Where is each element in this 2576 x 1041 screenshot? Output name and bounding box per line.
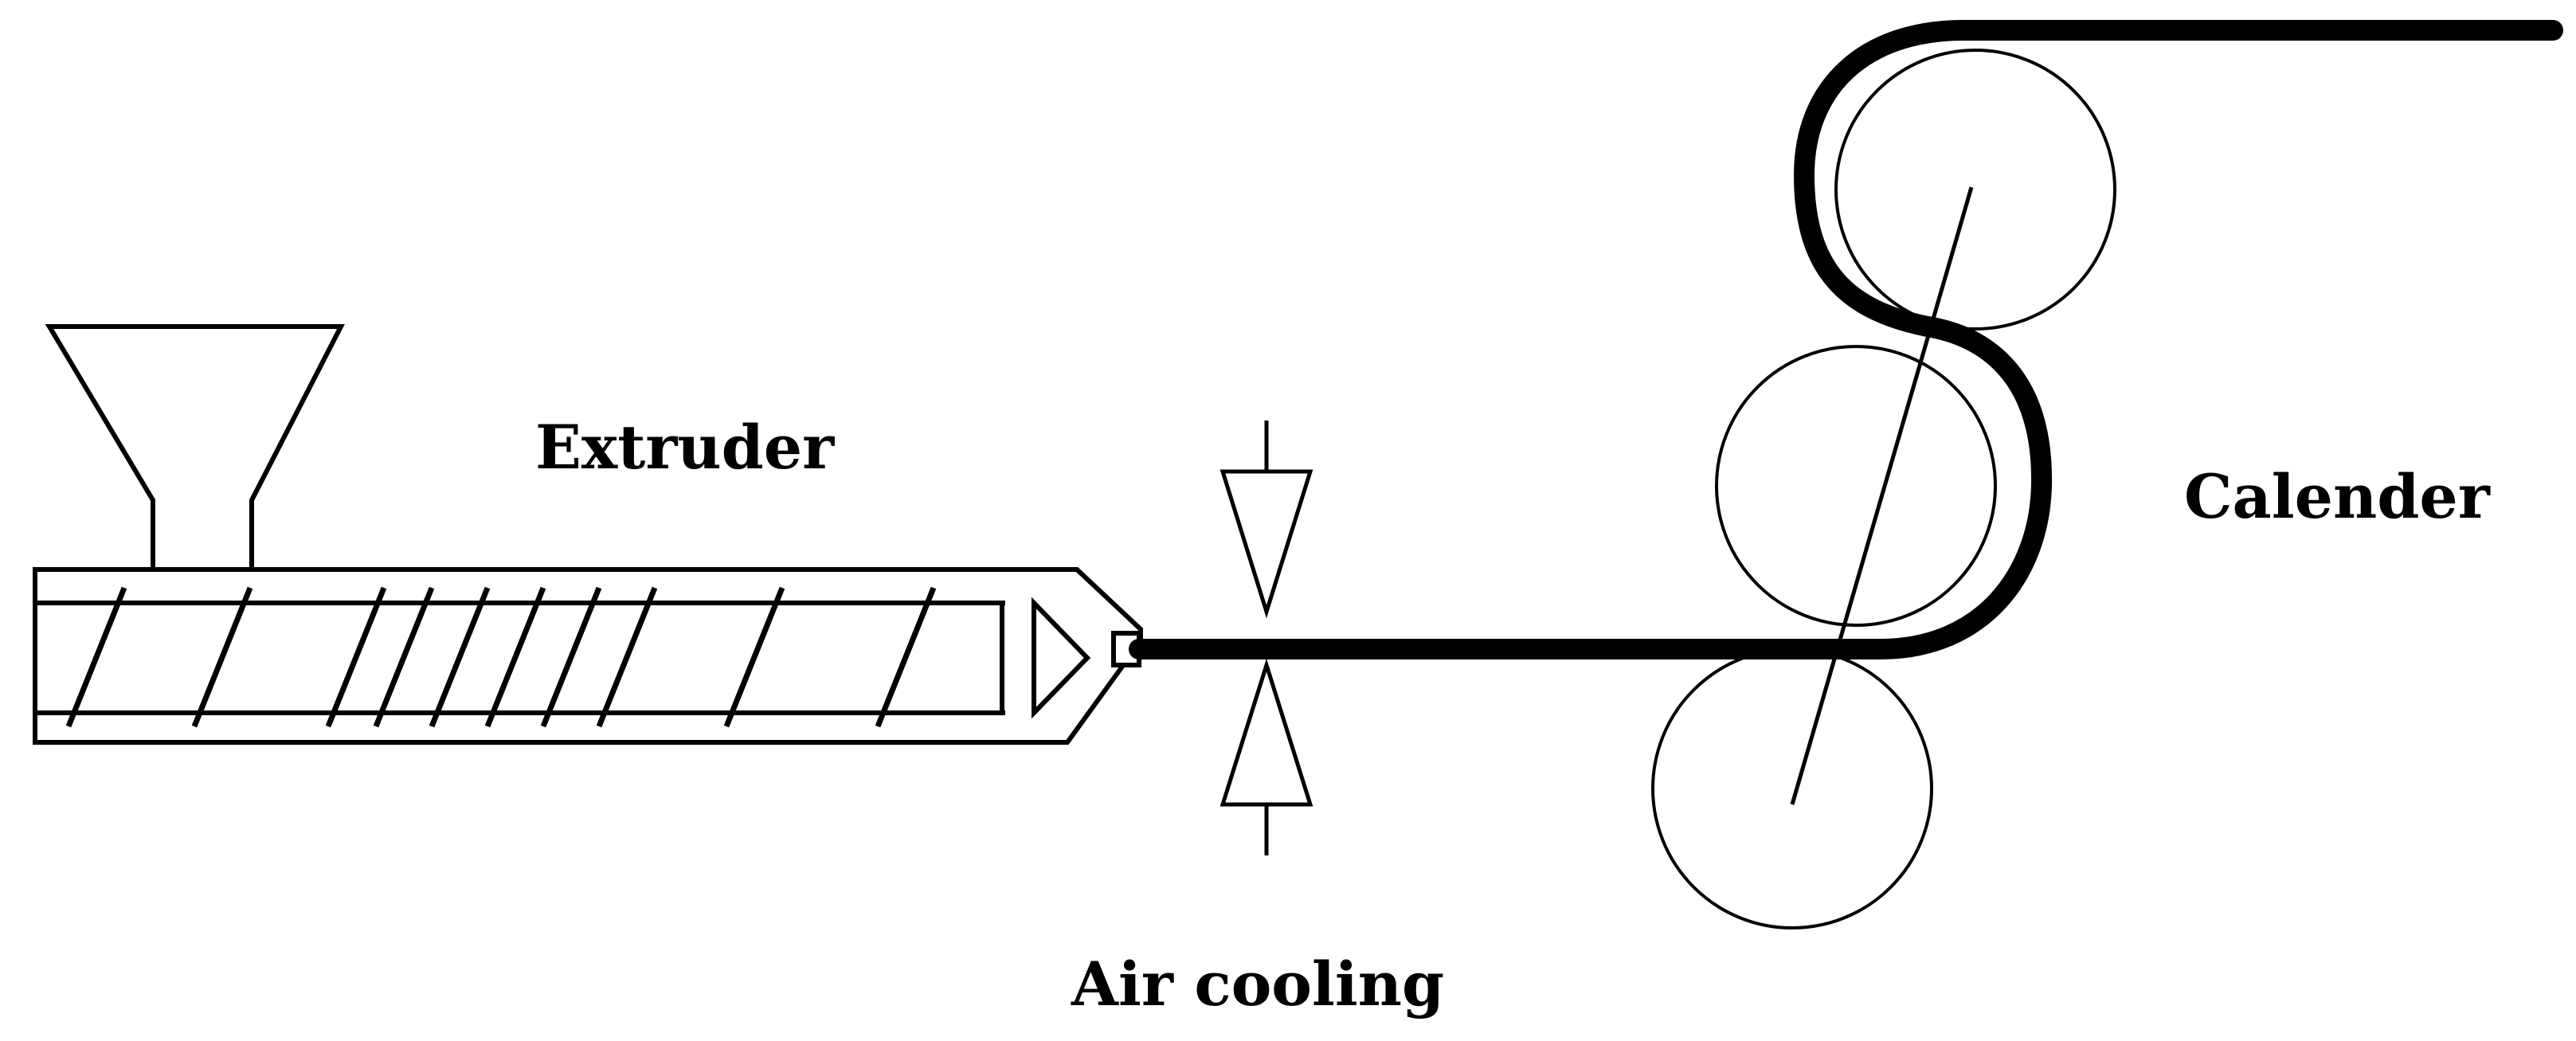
calender-axis-line — [1790, 186, 1974, 805]
screw-flights — [65, 586, 937, 728]
screw-tip — [1032, 597, 1091, 719]
air-nozzle-bottom — [1219, 658, 1313, 807]
extruder — [33, 324, 1143, 745]
calender-roll-middle — [1715, 345, 1997, 627]
air-cooling-unit — [1219, 421, 1313, 855]
extruder-label: Extruder — [535, 412, 835, 483]
air-nozzle-top — [1219, 469, 1313, 619]
polymer-sheet — [1129, 20, 2563, 659]
hopper — [45, 324, 345, 572]
calender-roll-top — [1834, 49, 2116, 331]
calender-label: Calender — [2184, 461, 2491, 532]
calender-roll-bottom — [1651, 648, 1933, 929]
air-cooling-label: Air cooling — [1071, 949, 1444, 1019]
